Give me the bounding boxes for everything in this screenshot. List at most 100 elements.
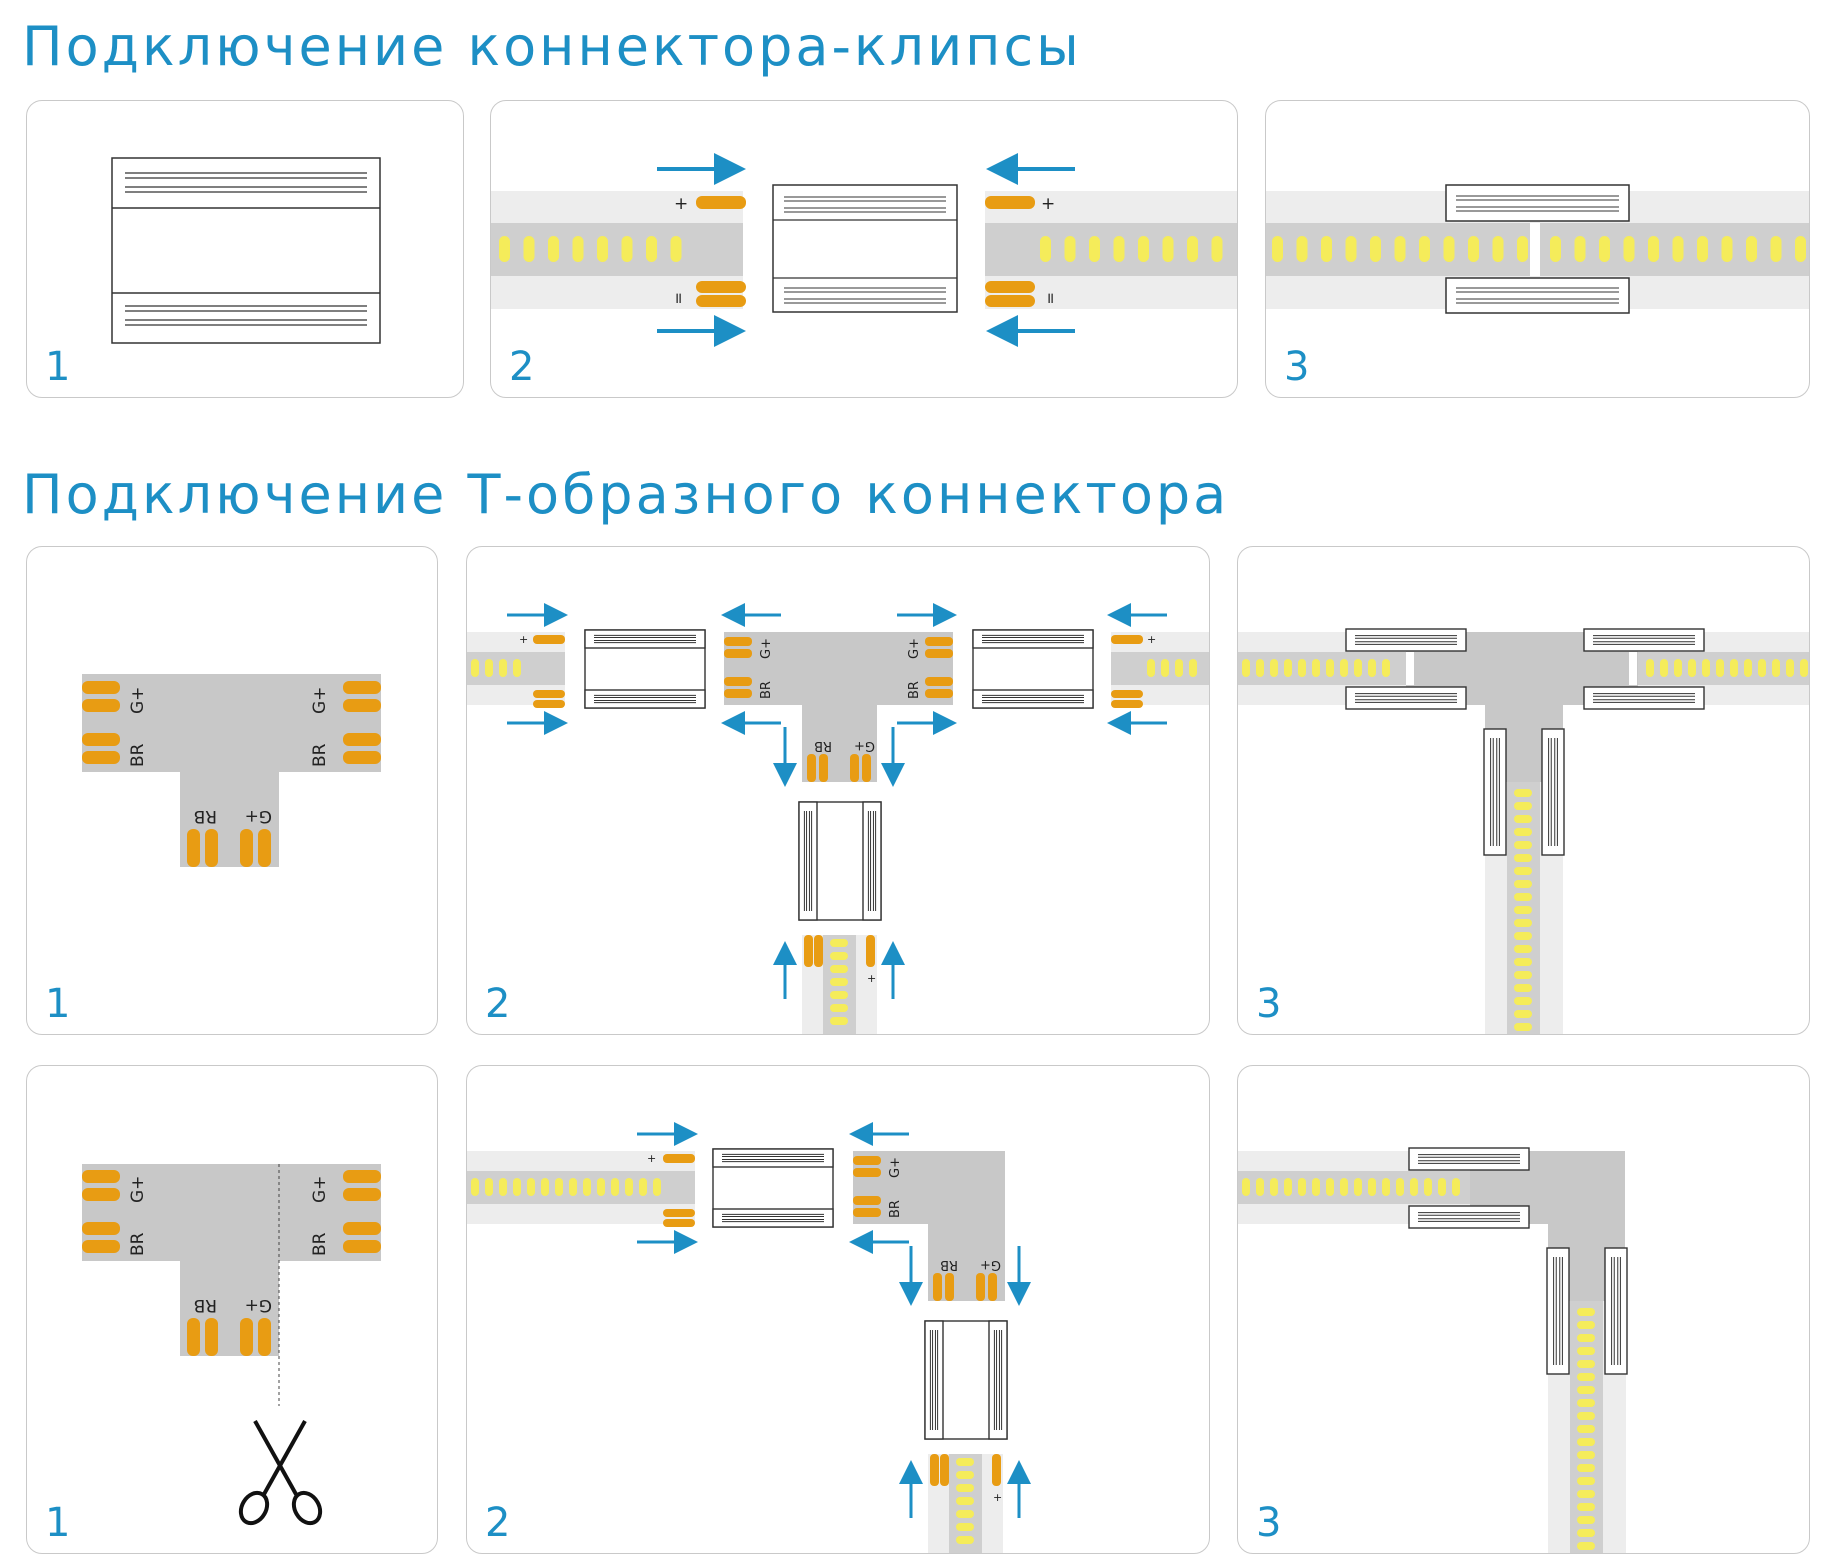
clip-part [584,689,706,709]
step-number: 1 [45,981,71,1027]
led-chip [1577,1464,1595,1472]
led-chip [830,965,848,973]
step-number: 2 [485,1500,511,1546]
led-chip [499,659,507,677]
led-chip [611,1178,619,1196]
clip-step-3-panel: 3 [1265,100,1810,398]
led-chip [1648,236,1659,262]
svg-text:G+: G+ [907,638,922,659]
led-chip [1272,236,1283,262]
led-chip [1672,236,1684,262]
led-chip [646,236,657,262]
svg-text:G+: G+ [310,1176,330,1203]
pad-label: G+ [310,687,330,714]
led-chip [1577,1451,1595,1459]
led-chip [1189,659,1197,677]
led-chip [1242,1178,1250,1196]
led-chip [1162,236,1174,262]
clip-part [924,1320,944,1440]
clip-part [1583,686,1705,710]
pad-label: BR [310,743,330,767]
led-chip [1660,659,1668,677]
led-chip [956,1523,974,1531]
led-chip [1697,236,1708,262]
led-chip [1514,867,1532,875]
led-chip [471,659,479,677]
led-chip [1577,1438,1595,1446]
led-chip [1786,659,1794,677]
led-chip [1800,659,1808,677]
led-chip [1147,659,1155,677]
led-chip [1138,236,1149,262]
led-chip [1438,1178,1446,1196]
clip-part [1546,1247,1570,1375]
led-chip [523,236,535,262]
clip-step-1-panel: 1 [26,100,464,398]
t-insert-drawing: G+ BR G+ BR RB G+ + + + [467,603,1209,1034]
led-chip [956,1497,974,1505]
led-chip [1492,236,1504,262]
led-chip [1577,1529,1595,1537]
led-chip [1577,1425,1595,1433]
led-chip [1772,659,1780,677]
clip-part [1408,1205,1530,1229]
led-chip [499,1178,507,1196]
led-chip [548,236,559,262]
svg-text:G+: G+ [759,638,774,659]
led-chip [1577,1477,1595,1485]
led-chip [1674,659,1682,677]
led-chip [1577,1412,1595,1420]
led-chip [1514,971,1532,979]
svg-text:+: + [1147,633,1156,646]
clip-part [1483,728,1507,856]
svg-text:RB: RB [194,1295,217,1315]
t-connector-drawing: G+ BR G+ BR RB G+ [82,674,381,867]
svg-text:BR: BR [128,1232,148,1256]
polarity-plus-label: + [1041,194,1055,214]
led-chip [956,1458,974,1466]
led-chip [830,1017,848,1025]
led-chip [1419,236,1430,262]
led-chip [1256,1178,1264,1196]
led-chip [1517,236,1528,262]
led-chip [1721,236,1733,262]
led-chip [670,236,682,262]
step-number: 3 [1256,981,1282,1027]
led-chip [1064,236,1076,262]
led-chip [1746,236,1757,262]
clip-connected-drawing [1266,184,1809,314]
t-step-1-panel: G+ BR G+ BR RB G+ 1 [26,546,438,1035]
led-chip [513,659,521,677]
step-number: 3 [1256,1500,1282,1546]
led-chip [1382,659,1390,677]
led-chip [956,1510,974,1518]
led-chip [1550,236,1561,262]
led-chip [513,1178,521,1196]
clip-part [862,801,882,921]
t-step-2-panel: G+ BR G+ BR RB G+ + + + 2 [466,546,1210,1035]
led-chip [1394,236,1406,262]
svg-text:RB: RB [814,738,832,753]
t-step-3-panel: 3 [1237,546,1810,1035]
led-chip [830,952,848,960]
led-chip [1514,997,1532,1005]
led-chip [639,1178,647,1196]
clip-part [712,1208,834,1228]
led-chip [1577,1308,1595,1316]
clip-part [1541,728,1565,856]
led-chip [597,236,608,262]
led-chip [597,1178,605,1196]
t-angle-step-1-panel: G+ BR G+ BR RB G+ 1 [26,1065,438,1554]
led-chip [1514,841,1532,849]
clip-part [988,1320,1008,1440]
led-chip [1382,1178,1390,1196]
t-angle-insert-drawing: G+ BR RB G+ + + [467,1122,1031,1553]
led-chip [1270,1178,1278,1196]
led-chip [956,1536,974,1544]
led-chip [1577,1503,1595,1511]
led-chip [1514,880,1532,888]
pad-label: G+ [128,687,148,714]
led-chip [1795,236,1806,262]
pad-label: RB [194,806,217,826]
step-number: 2 [485,981,511,1027]
